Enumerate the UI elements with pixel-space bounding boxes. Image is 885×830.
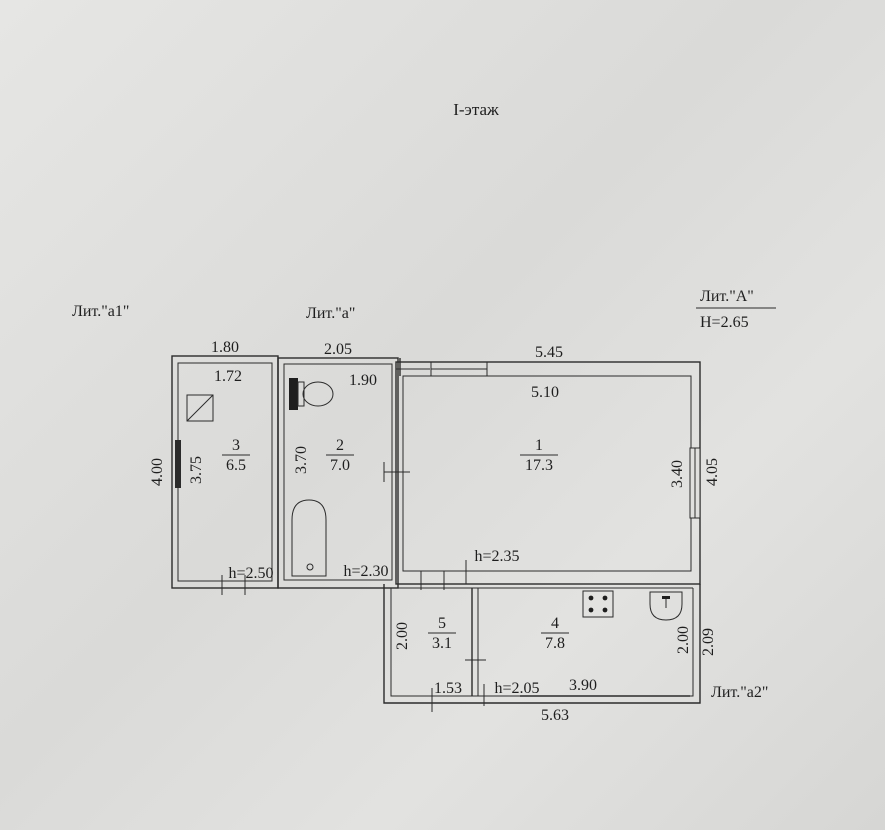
dim-bottom-a2: 5.63	[541, 707, 569, 724]
toilet-icon	[289, 378, 334, 410]
dim-inner-a1: 1.72	[214, 368, 242, 385]
dim-inner-left-a1: 3.75	[188, 456, 205, 484]
room-number: 3	[232, 437, 240, 454]
dim-inner-right-A: 3.40	[669, 460, 686, 488]
sink-icon	[649, 591, 683, 621]
bathtub-icon	[291, 499, 327, 577]
room-number: 5	[438, 615, 446, 632]
room-number: 1	[535, 437, 543, 454]
dim-left-a1: 4.00	[149, 458, 166, 486]
block-label-a1: Лит."а1"	[72, 303, 129, 320]
stove-icon	[582, 590, 614, 618]
dim-inner-A: 5.10	[531, 384, 559, 401]
dim-top-a1: 1.80	[211, 339, 239, 356]
room-4: 4 7.8	[541, 615, 569, 652]
room-5: 5 3.1	[428, 615, 456, 652]
room-area: 6.5	[226, 457, 246, 474]
dim-bottom-inner-a2: 3.90	[569, 677, 597, 694]
dim-left-room5: 2.00	[394, 622, 411, 650]
block-height-A: H=2.65	[700, 314, 749, 331]
dim-top-a: 2.05	[324, 341, 352, 358]
room-area: 17.3	[525, 457, 553, 474]
doors	[221, 462, 486, 712]
room-number: 2	[336, 437, 344, 454]
block-label-A: Лит."А"	[700, 288, 754, 305]
dim-right-A: 4.05	[704, 458, 721, 486]
dim-inner-a: 1.90	[349, 372, 377, 389]
room-area: 7.0	[330, 457, 350, 474]
dim-bottom-room5: 1.53	[434, 680, 462, 697]
ceiling-height-A: h=2.35	[474, 548, 519, 565]
boiler-icon	[186, 394, 214, 422]
ceiling-height-a1: h=2.50	[228, 565, 273, 582]
room-2: 2 7.0	[326, 437, 354, 474]
dim-room2-height: 3.70	[293, 446, 310, 474]
dim-top-A: 5.45	[535, 344, 563, 361]
room-3: 3 6.5	[222, 437, 250, 474]
room-area: 7.8	[545, 635, 565, 652]
ceiling-height-a: h=2.30	[343, 563, 388, 580]
block-label-a2: Лит."а2"	[711, 684, 768, 701]
room-number: 4	[551, 615, 559, 632]
dim-inner-right-a2: 2.00	[675, 626, 692, 654]
block-label-a: Лит."а"	[306, 305, 355, 322]
ceiling-height-a2: h=2.05	[494, 680, 539, 697]
room-area: 3.1	[432, 635, 452, 652]
room-1: 1 17.3	[520, 437, 558, 474]
dim-right-a2: 2.09	[700, 628, 717, 656]
floor-title: I-этаж	[453, 100, 499, 119]
windows	[175, 358, 701, 697]
